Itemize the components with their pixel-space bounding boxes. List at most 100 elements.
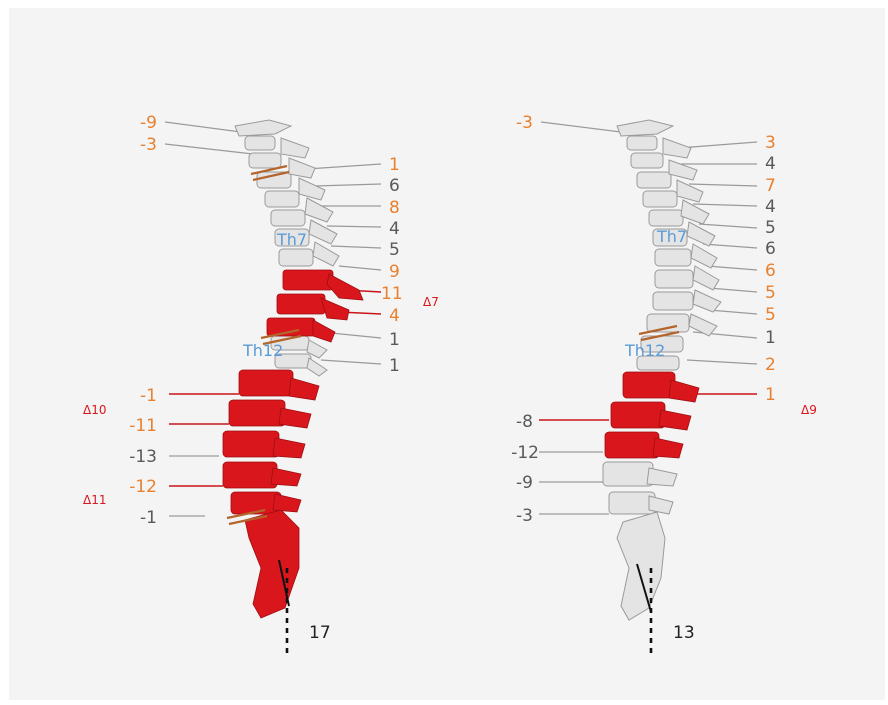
left-red-process xyxy=(321,298,349,320)
right-spinous-process xyxy=(693,266,719,290)
left-red-lumbar-vertebra xyxy=(229,400,285,426)
right-vertebra xyxy=(637,172,671,188)
left-lumbar-label: -1 xyxy=(140,508,157,528)
right-spinous-process xyxy=(677,180,703,202)
right-lumbar-label: -8 xyxy=(516,412,533,432)
left-spinous-process xyxy=(305,198,333,222)
left-right-label: 4 xyxy=(389,306,400,326)
right-spinous-process xyxy=(693,290,721,312)
right-red-lumbar-process xyxy=(653,438,683,458)
right-spinous-process xyxy=(669,160,697,180)
right-spinous-process xyxy=(687,222,715,246)
left-vertebra-label-th7: Th7 xyxy=(276,230,307,249)
right-red-lumbar-process xyxy=(669,380,699,402)
right-upper-vertebrae xyxy=(603,120,721,620)
right-lumbar-label: -9 xyxy=(516,473,533,493)
right-vertebra xyxy=(655,270,693,288)
left-top-label: -9 xyxy=(140,113,157,133)
right-vertebra xyxy=(653,292,693,310)
left-spine: -9 -3 1 6 8 4 5 9 11 4 1 1 Δ7 Th7 Th12 -… xyxy=(83,113,439,658)
left-vertebra xyxy=(245,136,275,150)
left-right-label: 1 xyxy=(389,356,400,376)
spine-comparison-figure: -9 -3 1 6 8 4 5 9 11 4 1 1 Δ7 Th7 Th12 -… xyxy=(9,8,885,700)
right-lumbar-process xyxy=(647,468,677,486)
left-red-vertebra xyxy=(283,270,333,290)
left-red-lumbar-vertebra xyxy=(239,370,293,396)
left-right-label: 11 xyxy=(381,284,403,304)
left-top-label: -3 xyxy=(140,135,157,155)
right-vertebra-label-th12: Th12 xyxy=(624,341,665,360)
left-red-lumbar-process xyxy=(271,468,301,486)
right-vertebra-c1 xyxy=(617,120,673,136)
right-sacral-angle-value: 13 xyxy=(673,623,695,643)
right-vertebra xyxy=(627,136,657,150)
right-right-label: 4 xyxy=(765,154,776,174)
left-red-thoracic xyxy=(267,270,363,342)
left-right-label: 5 xyxy=(389,240,400,260)
right-right-label: 6 xyxy=(765,261,776,281)
left-spinous-process xyxy=(289,158,315,178)
right-right-label: 4 xyxy=(765,197,776,217)
left-red-process xyxy=(327,274,363,300)
left-right-label: 1 xyxy=(389,155,400,175)
left-vertebra xyxy=(265,191,299,207)
right-right-label: 3 xyxy=(765,133,776,153)
left-red-lumbar xyxy=(223,370,319,618)
left-vertebra xyxy=(279,249,313,266)
right-red-lumbar xyxy=(605,372,699,458)
left-top-labels: -9 -3 xyxy=(140,113,157,155)
spine-diagram: -9 -3 1 6 8 4 5 9 11 4 1 1 Δ7 Th7 Th12 -… xyxy=(9,8,885,700)
left-red-vertebra xyxy=(277,294,325,314)
right-vertebra xyxy=(647,314,689,332)
left-lumbar-label: -1 xyxy=(140,386,157,406)
left-right-label: 6 xyxy=(389,176,400,196)
right-delta-right-label: Δ9 xyxy=(801,403,817,417)
right-spinous-process xyxy=(691,244,717,268)
left-red-lumbar-vertebra xyxy=(223,462,277,488)
left-red-process xyxy=(313,320,335,342)
left-lumbar-label: -11 xyxy=(129,416,157,436)
right-red-lumbar-vertebra xyxy=(611,402,665,428)
left-spinous-process xyxy=(281,138,309,158)
right-vertebra xyxy=(631,153,663,168)
right-lumbar-vertebra xyxy=(603,462,653,486)
right-top-label: -3 xyxy=(516,113,533,133)
right-right-label: 6 xyxy=(765,239,776,259)
right-right-label: 2 xyxy=(765,355,776,375)
right-red-lumbar-process xyxy=(659,410,691,430)
right-right-label: 7 xyxy=(765,176,776,196)
left-delta-labels: Δ10 Δ11 xyxy=(83,403,106,507)
left-red-lumbar-process xyxy=(273,494,301,512)
right-right-labels: 3 4 7 4 5 6 6 5 5 1 2 1 xyxy=(765,133,776,405)
left-lumbar-label: -13 xyxy=(129,447,157,467)
left-red-vertebra xyxy=(267,318,315,336)
right-right-label: 1 xyxy=(765,328,776,348)
right-lumbar-labels: -8 -12 -9 -3 xyxy=(511,412,539,526)
left-vertebra-label-th12: Th12 xyxy=(242,341,283,360)
left-red-lumbar-process xyxy=(273,438,305,458)
left-right-labels: 1 6 8 4 5 9 11 4 1 1 xyxy=(381,155,403,376)
right-lumbar-label: -3 xyxy=(516,506,533,526)
left-red-lumbar-process xyxy=(289,378,319,400)
left-red-lumbar-process xyxy=(279,408,311,428)
left-right-label: 8 xyxy=(389,198,400,218)
left-red-sacrum xyxy=(245,510,299,618)
right-lumbar-vertebra xyxy=(609,492,655,514)
left-vertebra-c1 xyxy=(235,120,291,136)
right-right-label: 5 xyxy=(765,218,776,238)
left-sacral-angle-value: 17 xyxy=(309,623,331,643)
right-vertebra xyxy=(655,249,691,266)
right-vertebra xyxy=(649,210,683,226)
left-right-label: 9 xyxy=(389,262,400,282)
right-vertebra-label-th7: Th7 xyxy=(656,227,687,246)
right-red-lumbar-vertebra xyxy=(605,432,659,458)
right-sacrum xyxy=(617,512,665,620)
left-lumbar-label: -12 xyxy=(129,477,157,497)
left-right-label: 4 xyxy=(389,219,400,239)
left-right-label: 1 xyxy=(389,330,400,350)
left-delta-label: Δ11 xyxy=(83,493,106,507)
left-delta-label: Δ10 xyxy=(83,403,106,417)
right-red-lumbar-vertebra xyxy=(623,372,675,398)
right-right-label: 1 xyxy=(765,385,776,405)
left-spinous-process xyxy=(299,178,325,200)
